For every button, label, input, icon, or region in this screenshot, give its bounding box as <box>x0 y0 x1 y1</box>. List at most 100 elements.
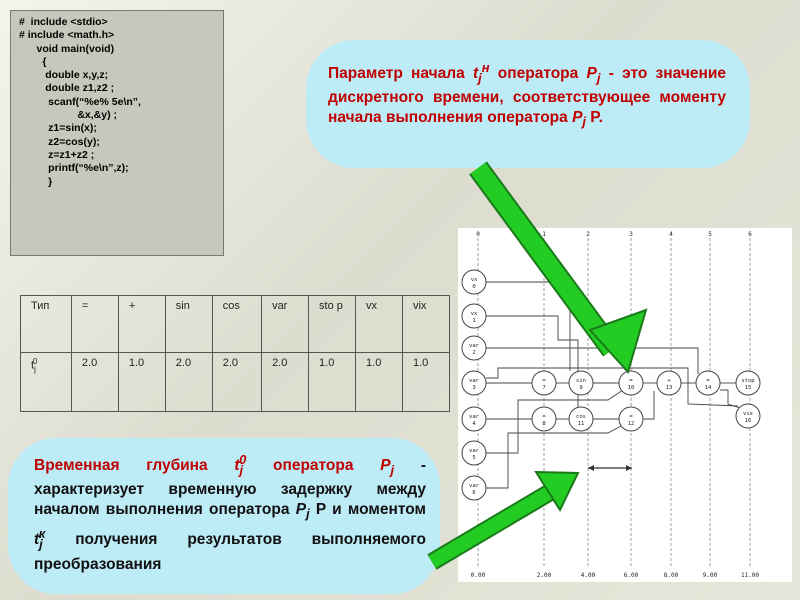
node-type-label: = <box>629 378 633 384</box>
bottom-tick-label: 4.00 <box>581 572 596 579</box>
definition-title: Временная глубина <box>34 457 235 475</box>
table-cell: 1.0 <box>355 352 403 412</box>
node-index-label: 6 <box>472 490 475 496</box>
node-type-label: var <box>469 378 480 384</box>
bottom-tick-label: 11.00 <box>741 572 759 579</box>
top-tick-label: 5 <box>708 231 712 238</box>
node-circle <box>461 440 487 466</box>
code-line: scanf(“%e% 5e\n”, <box>19 95 141 108</box>
node-type-label: sin <box>576 378 586 384</box>
node-index-label: 9 <box>579 385 582 391</box>
table-cell: 2.0 <box>261 352 310 412</box>
table-cell: Тип <box>20 295 72 353</box>
node-index-label: 3 <box>472 385 475 391</box>
top-tick-label: 3 <box>629 231 633 238</box>
code-line: double z1,z2 ; <box>19 82 115 95</box>
node-index-label: 2 <box>472 350 475 356</box>
definition-text: Временная глубина tj0 оператора Pj - хар… <box>34 452 426 573</box>
table-cell-label: tj0 <box>20 352 72 412</box>
code-line: &x,&y) ; <box>19 109 118 122</box>
node-type-label: = <box>542 378 546 384</box>
node-type-label: vx <box>471 311 478 317</box>
code-listing: # include <stdio># include <math.h> void… <box>10 10 224 256</box>
node-circle <box>735 403 761 429</box>
table-cell: sto p <box>308 295 357 353</box>
table-cell: 1.0 <box>401 352 451 412</box>
node-type-label: var <box>469 414 480 420</box>
node-index-label: 15 <box>745 385 752 391</box>
top-tick-label: 1 <box>542 231 546 238</box>
code-line: { <box>19 55 47 68</box>
node-index-label: 11 <box>578 421 585 427</box>
bottom-tick-label: 2.00 <box>537 572 552 579</box>
table-cell: vx <box>355 295 403 353</box>
code-line: printf(“%e\n”,z); <box>19 162 129 175</box>
bottom-tick-label: 8.00 <box>664 572 679 579</box>
node-index-label: 12 <box>628 421 635 427</box>
graph-edge <box>643 391 655 420</box>
node-circle <box>618 406 644 432</box>
operator-graph: vx0vx1var2var3var4var5var6=7=8sin9cos11=… <box>458 228 792 582</box>
node-index-label: 1 <box>472 318 475 324</box>
code-line: z2=cos(y); <box>19 135 100 148</box>
table-cell: 2.0 <box>211 352 263 412</box>
table-cell: var <box>261 295 310 353</box>
node-index-label: 14 <box>705 385 712 391</box>
top-tick-label: 4 <box>669 231 673 238</box>
table-cell: 2.0 <box>164 352 213 412</box>
node-type-label: stop <box>741 378 754 384</box>
graph-edge <box>486 389 624 454</box>
node-circle <box>568 406 594 432</box>
diagram-background <box>458 228 792 582</box>
node-type-label: var <box>469 483 480 489</box>
table-cell: + <box>117 295 166 353</box>
node-circle <box>531 406 557 432</box>
operator-node: =12 <box>618 406 644 432</box>
operator-node: =10 <box>618 370 644 396</box>
operator-node: +13 <box>656 370 682 396</box>
table-cell: 1.0 <box>117 352 166 412</box>
operator-node: vx1 <box>461 303 487 329</box>
table-cell: sin <box>164 295 213 353</box>
table-row-depths: tj0 2.0 1.0 2.0 2.0 2.0 1.0 1.0 1.0 <box>20 352 451 412</box>
node-circle <box>461 370 487 396</box>
code-line: z=z1+z2 ; <box>19 148 95 161</box>
code-line: double x,y,z; <box>19 69 109 82</box>
node-index-label: 4 <box>472 421 476 427</box>
operator-type-table: Тип = + sin cos var sto p vx vix tj0 2.0… <box>20 295 451 412</box>
node-type-label: cos <box>576 414 586 420</box>
time-depth-definition: Временная глубина tj0 оператора Pj - хар… <box>8 438 440 594</box>
bottom-tick-label: 9.00 <box>703 572 718 579</box>
operator-node: vx0 <box>461 269 487 295</box>
node-type-label: vx <box>471 277 478 283</box>
node-index-label: 16 <box>745 418 752 424</box>
node-type-label: = <box>542 414 546 420</box>
node-type-label: vix <box>743 411 754 417</box>
node-circle <box>461 406 487 432</box>
node-index-label: 10 <box>628 385 635 391</box>
definition-text: Параметр начала tjн оператора Pj - это з… <box>328 60 726 130</box>
code-line: void main(void) <box>19 42 115 55</box>
operator-node: =7 <box>531 370 557 396</box>
node-type-label: + <box>667 378 671 384</box>
bottom-tick-label: 0.00 <box>471 572 486 579</box>
code-line: z1=sin(x); <box>19 122 97 135</box>
node-circle <box>656 370 682 396</box>
node-index-label: 0 <box>472 284 475 290</box>
table-cell: 1.0 <box>308 352 357 412</box>
table-cell: = <box>70 295 119 353</box>
bottom-tick-label: 6.00 <box>624 572 639 579</box>
time-axis: 0 0.00 1 2.00 2 4.00 3 6.00 4 8.00 5 9.00 6 11.00 <box>471 231 760 579</box>
node-index-label: 7 <box>542 385 545 391</box>
table-cell: vix <box>401 295 451 353</box>
top-tick-label: 6 <box>748 231 752 238</box>
table-row-types: Тип = + sin cos var sto p vx vix <box>20 295 451 353</box>
code-line: } <box>19 175 53 188</box>
